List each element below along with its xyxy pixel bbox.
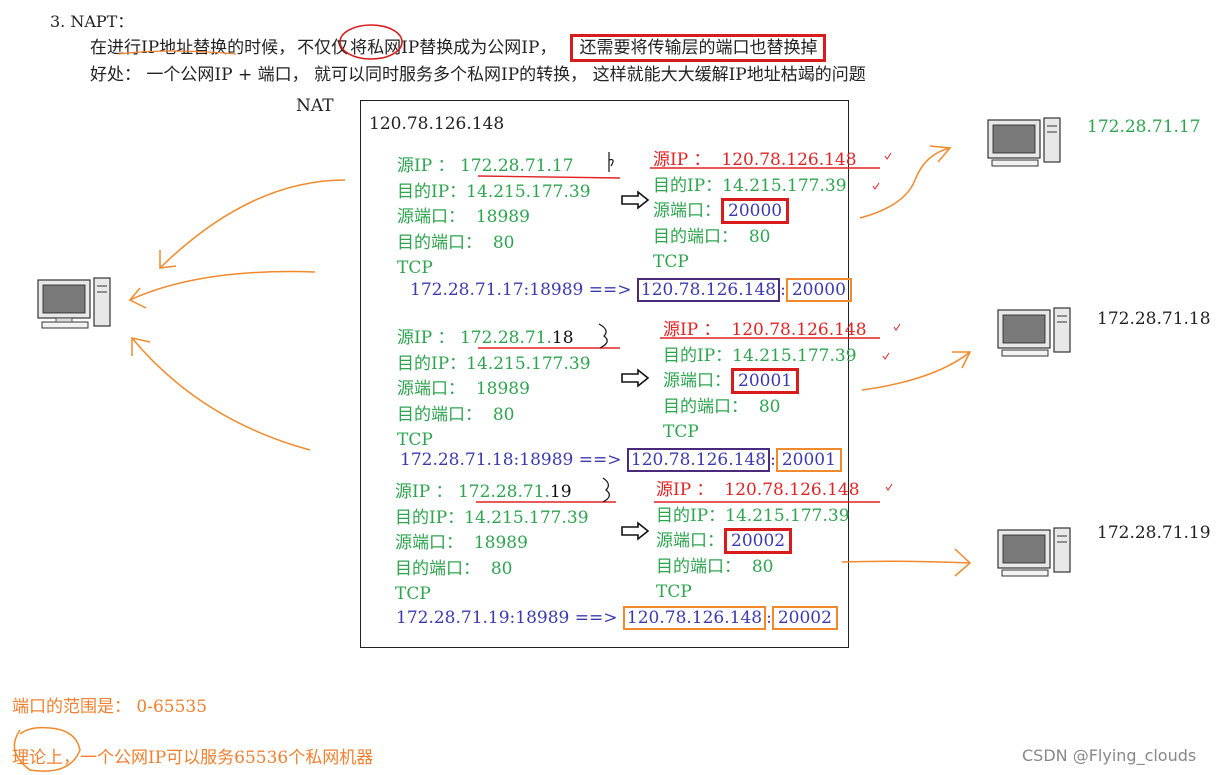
theory-note: 理论上，一个公网IP可以服务65536个私网机器 [12, 748, 374, 768]
host-label-3: 172.28.71.19 [1097, 523, 1211, 543]
block-3-new-port: 20002 [724, 528, 793, 554]
block-1-mapping: 172.28.71.17:18989 ==> 120.78.126.148:20… [410, 278, 852, 302]
emphasis-circle [339, 24, 403, 60]
header-underline [117, 50, 237, 55]
theory-circle [13, 726, 81, 772]
server-pc-icon [37, 277, 111, 329]
host-pc-icon-3 [997, 527, 1071, 577]
host-label-1: 172.28.71.17 [1087, 117, 1201, 137]
nat-public-ip: 120.78.126.148 [369, 114, 505, 134]
tick-3 [893, 323, 901, 331]
tick-4 [882, 352, 890, 360]
header-line-1-a: 在进行IP地址替换的时候， [90, 38, 296, 58]
arrow-to-host-3 [841, 560, 971, 564]
underline-src-1 [477, 175, 621, 179]
arrow-to-server-3 [131, 337, 311, 451]
header-line-1-highlight: 还需要将传输层的端口也替换掉 [570, 34, 827, 62]
tick-1 [884, 152, 892, 160]
hand-mark-1 [608, 152, 614, 172]
nat-label: NAT [296, 96, 334, 116]
tick-5 [885, 483, 893, 491]
arrow-to-host-1 [859, 147, 951, 219]
block-2-translated-packet: 源IP ： 120.78.126.148 目的IP：14.215.177.39 … [663, 320, 867, 442]
arrow-to-server-3-head [131, 337, 151, 356]
block-2-source-packet: 源IP ： 172.28.71.18 目的IP：14.215.177.39 源端… [397, 328, 591, 450]
arrow-to-server-2 [129, 270, 316, 301]
host-pc-icon-2 [997, 307, 1071, 357]
block-3-mapping: 172.28.71.19:18989 ==> 120.78.126.148:20… [396, 606, 838, 630]
arrow-to-host-2-head [952, 351, 972, 369]
section-title: 3. NAPT： [50, 12, 134, 31]
transform-arrow-2 [621, 368, 650, 388]
arrow-to-server-2-head [128, 287, 147, 309]
block-1-new-port: 20000 [721, 198, 790, 224]
header-line-1-emph: 不仅仅 [297, 38, 349, 58]
arrow-to-host-3-head [954, 548, 972, 577]
arrow-to-host-1-head [929, 145, 952, 163]
header-line-2: 好处： 一个公网IP + 端口， 就可以同时服务多个私网IP的转换， 这样就能大… [90, 65, 866, 85]
block-1-source-packet: 源IP ： 172.28.71.17 目的IP：14.215.177.39 源端… [397, 156, 591, 278]
arrow-to-server-1 [159, 179, 346, 269]
arrow-to-server-1-head [159, 250, 177, 269]
block-3-source-packet: 源IP ： 172.28.71.19 目的IP：14.215.177.39 源端… [395, 482, 589, 604]
hand-mark-2 [598, 323, 608, 349]
block-2-mapping: 172.28.71.18:18989 ==> 120.78.126.148:20… [400, 448, 842, 472]
transform-arrow-1 [621, 190, 650, 210]
block-2-new-port: 20001 [731, 368, 800, 394]
block-1-src-ip: 172.28.71.17 [459, 156, 574, 176]
hand-mark-3 [602, 477, 610, 503]
port-range-note: 端口的范围是： 0-65535 [12, 697, 208, 717]
watermark: CSDN @Flying_clouds [1022, 746, 1197, 765]
host-label-2: 172.28.71.18 [1097, 309, 1211, 329]
arrow-to-host-2 [861, 351, 971, 391]
block-1-translated-packet: 源IP ： 120.78.126.148 目的IP：14.215.177.39 … [653, 150, 857, 272]
host-pc-icon-1 [987, 117, 1061, 167]
nat-box [360, 100, 849, 648]
tick-2 [872, 182, 880, 190]
transform-arrow-3 [621, 521, 650, 541]
block-3-translated-packet: 源IP ： 120.78.126.148 目的IP：14.215.177.39 … [656, 480, 860, 602]
